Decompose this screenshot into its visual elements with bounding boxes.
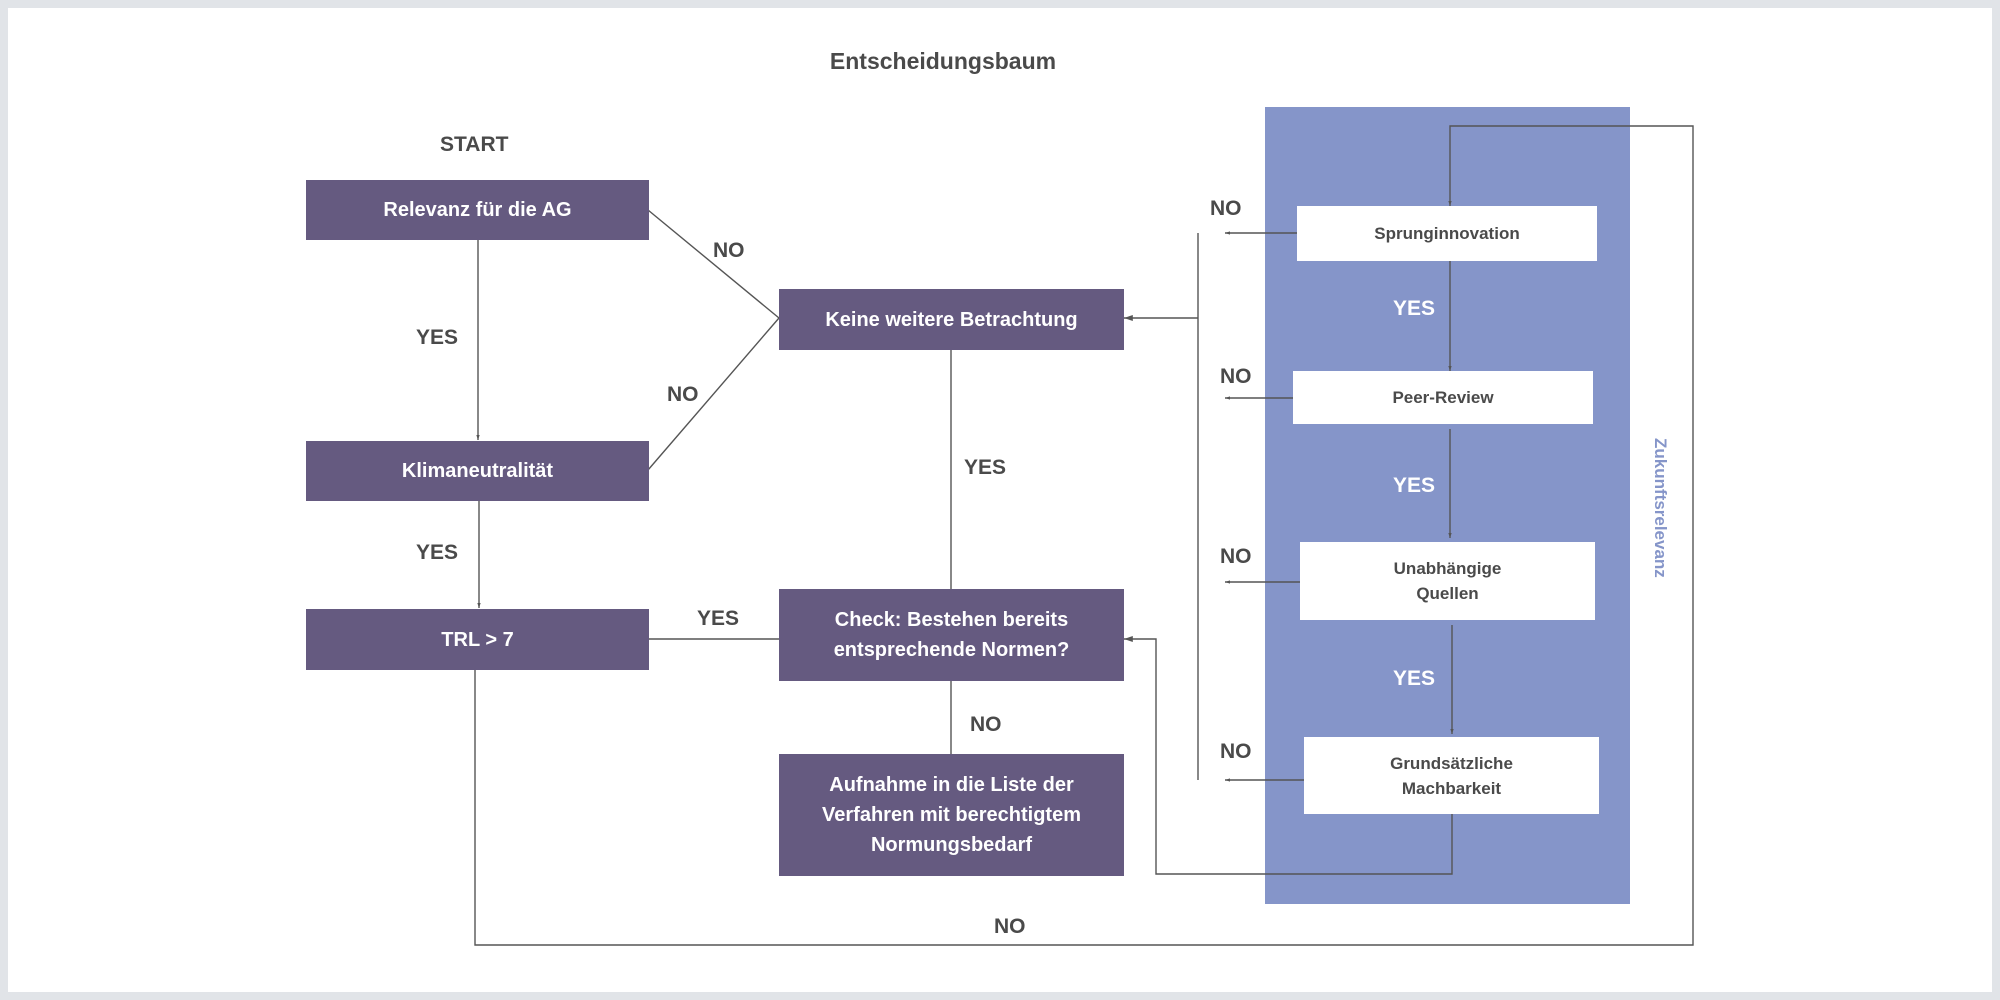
node-aufnahme-liste: Aufnahme in die Liste der Verfahren mit …: [779, 754, 1124, 876]
diagram-title: Entscheidungsbaum: [829, 48, 1057, 74]
label-klima-no: NO: [667, 383, 699, 406]
label-klima-yes: YES: [416, 541, 459, 564]
label-check-no: NO: [970, 713, 1002, 736]
node-check-normen: Check: Bestehen bereits entsprechende No…: [779, 589, 1124, 681]
label-unabh-yes: YES: [1393, 667, 1436, 690]
label-trl-yes: YES: [697, 607, 740, 630]
label-unabh-no: NO: [1220, 545, 1252, 568]
start-label: START: [440, 133, 509, 156]
node-relevanz: Relevanz für die AG: [306, 180, 649, 240]
node-klimaneutralitaet: Klimaneutralität: [306, 441, 649, 501]
node-grundsaetzliche-machbarkeit: Grundsätzliche Machbarkeit: [1304, 737, 1599, 814]
node-unabhaengige-quellen: Unabhängige Quellen: [1300, 542, 1595, 620]
label-sprung-yes: YES: [1393, 297, 1436, 320]
node-sprunginnovation: Sprunginnovation: [1297, 206, 1597, 261]
label-check-yes: YES: [964, 456, 1007, 479]
label-trl-no: NO: [994, 915, 1026, 938]
label-relevanz-no: NO: [713, 239, 745, 262]
label-peer-yes: YES: [1393, 474, 1436, 497]
label-sprung-no: NO: [1210, 197, 1242, 220]
label-relevanz-yes: YES: [416, 326, 459, 349]
zukunftsrelevanz-label: Zukunftsrelevanz: [1651, 438, 1670, 578]
node-peer-review: Peer-Review: [1293, 371, 1593, 424]
label-grund-no: NO: [1220, 740, 1252, 763]
label-peer-no: NO: [1220, 365, 1252, 388]
node-trl: TRL > 7: [306, 609, 649, 670]
node-keine-weitere-betrachtung: Keine weitere Betrachtung: [779, 289, 1124, 350]
